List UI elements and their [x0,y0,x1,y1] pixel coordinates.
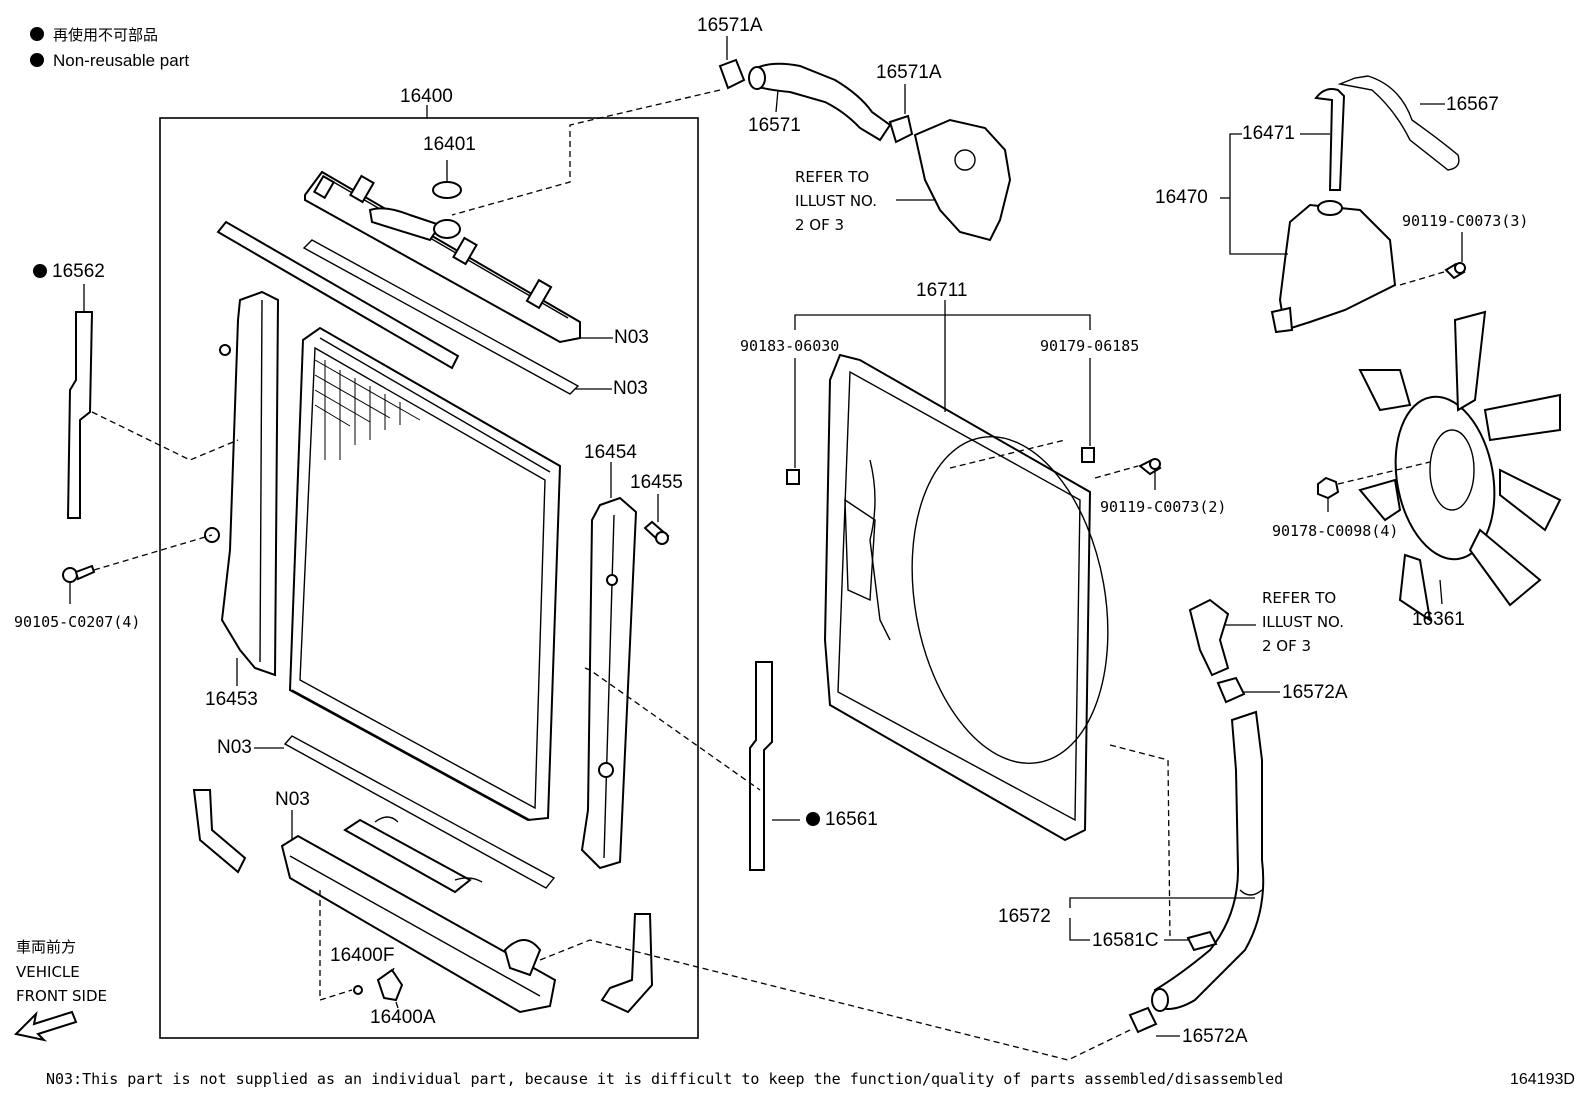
label-16571: 16571 [748,115,801,136]
label-16455: 16455 [630,472,683,493]
refer-top-line2: ILLUST NO. [795,192,877,210]
label-16454: 16454 [584,442,637,463]
bolt-90119-3[interactable] [1444,262,1466,280]
label-16400: 16400 [400,86,453,107]
label-n03-upper-gasket: N03 [613,378,648,399]
lower-left-duct [192,789,247,874]
label-16567: 16567 [1446,94,1499,115]
radiator-cap[interactable] [432,181,462,199]
front-line2: FRONT SIDE [16,987,107,1005]
label-n03-lower-tank: N03 [275,789,310,810]
bolt-90105[interactable] [62,564,96,583]
upper-tank[interactable] [304,170,581,344]
oil-cooler [343,818,472,894]
left-side-support[interactable] [204,290,280,677]
top-seal-strip [216,220,460,370]
overflow-hose[interactable] [1337,75,1460,171]
label-n03-upper-tank: N03 [614,327,649,348]
hose-clamp-top[interactable] [718,58,746,90]
label-16400f: 16400F [330,945,394,966]
label-16361: 16361 [1412,609,1465,630]
hose-clamp-lower-bottom[interactable] [1128,1006,1158,1034]
non-reusable-dot-icon [30,27,44,41]
drain-o-ring[interactable] [353,985,363,995]
non-reusable-dot-icon [33,264,47,278]
label-16571a-mid: 16571A [876,62,942,83]
nut-90178[interactable] [1317,476,1340,500]
label-16401: 16401 [423,134,476,155]
label-16711: 16711 [916,280,967,301]
label-16470: 16470 [1155,187,1208,208]
front-arrow-icon [13,1010,78,1042]
label-16562: 16562 [52,261,105,282]
label-16581c: 16581C [1092,930,1159,951]
thermostat-housing [913,118,1012,242]
bolt-16455[interactable] [643,520,670,545]
diagram-id: 164193D [1510,1071,1575,1088]
lower-gasket [283,735,556,889]
label-n03-lower-gasket: N03 [217,737,252,758]
clip-90183[interactable] [786,469,800,485]
fan-shroud[interactable] [823,353,1132,842]
front-line1: VEHICLE [16,963,80,981]
water-inlet [1188,598,1230,677]
label-16571a-top: 16571A [697,15,763,36]
label-16561: 16561 [825,809,878,830]
upper-gasket [302,239,580,395]
radiator-core[interactable] [288,326,562,822]
label-90179: 90179-06185 [1040,337,1139,355]
label-16400a: 16400A [370,1007,436,1028]
lower-right-duct [600,913,654,1014]
seal-16562[interactable] [66,311,94,519]
footnote: N03:This part is not supplied as an indi… [46,1070,1283,1088]
reserve-tank-hose[interactable] [1314,88,1346,191]
label-90183: 90183-06030 [740,337,839,355]
clip-90179[interactable] [1081,447,1095,463]
right-side-support[interactable] [580,496,638,870]
label-16572a-top: 16572A [1282,682,1348,703]
front-ja: 車両前方 [16,938,76,956]
cooling-fan[interactable] [1358,310,1562,623]
radiator-cap-neck [433,219,461,239]
label-16572a-bottom: 16572A [1182,1026,1248,1047]
label-90105: 90105-C0207(4) [14,613,140,631]
lower-hose[interactable] [1151,710,1265,1012]
label-16572: 16572 [998,906,1051,927]
hose-clamp-16581c[interactable] [1186,930,1218,952]
vehicle-front-indicator: 車両前方 VEHICLE FRONT SIDE [13,938,107,1042]
refer-right-line3: 2 OF 3 [1262,637,1311,655]
label-16471: 16471 [1242,123,1295,144]
label-90119-3: 90119-C0073(3) [1402,212,1528,230]
refer-right-line1: REFER TO [1262,589,1336,607]
label-16453: 16453 [205,689,258,710]
label-90119-2: 90119-C0073(2) [1100,498,1226,516]
refer-top-line3: 2 OF 3 [795,216,844,234]
legend-en: Non-reusable part [53,51,189,70]
label-90178: 90178-C0098(4) [1272,522,1398,540]
refer-right-line2: ILLUST NO. [1262,613,1344,631]
hose-clamp-lower-top[interactable] [1216,676,1246,704]
refer-top-line1: REFER TO [795,168,869,186]
hose-clamp-mid[interactable] [888,114,914,144]
reserve-tank[interactable] [1270,200,1397,334]
drain-cock[interactable] [376,968,404,1002]
non-reusable-dot-icon [30,53,44,67]
seal-16561[interactable] [749,661,773,871]
legend: 再使用不可部品 Non-reusable part [30,26,189,70]
radiator-assembly-frame [159,117,699,1039]
lower-tank[interactable] [280,834,557,1014]
bolt-90119-2[interactable] [1138,458,1162,476]
non-reusable-dot-icon [806,812,820,826]
legend-ja: 再使用不可部品 [53,26,158,44]
